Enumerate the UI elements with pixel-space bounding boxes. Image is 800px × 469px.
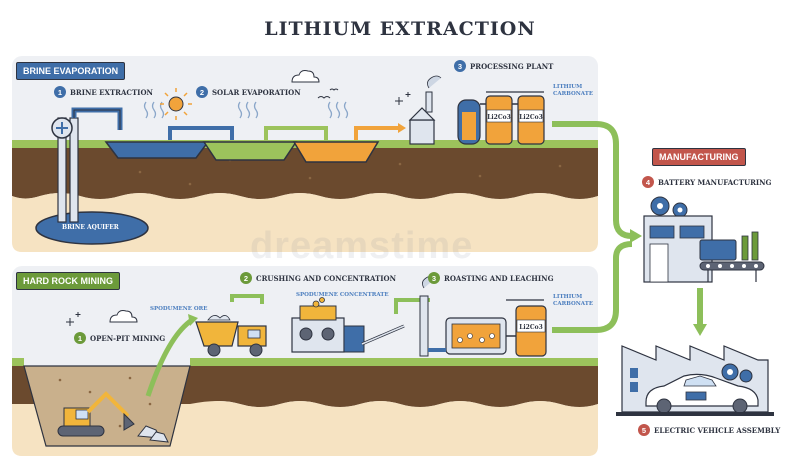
- step-label: OPEN-PIT MINING: [90, 333, 166, 343]
- processing-plant: [408, 75, 545, 145]
- excavator-icon: [57, 391, 135, 437]
- connector-2: [264, 126, 328, 140]
- step-roasting-and-leaching: 3 ROASTING AND LEACHING: [428, 272, 554, 284]
- arrow-pit-to-truck: [145, 317, 194, 397]
- step-number: 4: [642, 176, 654, 188]
- sparkle-icon-rock: [66, 312, 81, 326]
- tank-label-2: Li2Co3: [519, 114, 543, 121]
- arrow-head-brine: [630, 229, 642, 243]
- birds-icon: [317, 88, 339, 99]
- step-electric-vehicle-assembly: 5 ELECTRIC VEHICLE ASSEMBLY: [638, 424, 780, 436]
- connector-1: [168, 126, 234, 140]
- sparkle-icon: [395, 92, 411, 105]
- brine-sand: [12, 193, 598, 252]
- rock-grass-left: [12, 358, 24, 366]
- brine-soil: [12, 148, 598, 199]
- step-number: 3: [428, 272, 440, 284]
- pump-valve: [56, 122, 68, 134]
- tank-label-1: Li2Co3: [487, 114, 511, 121]
- cloud-icon-rock: [109, 310, 138, 323]
- step-solar-evaporation: 2 SOLAR EVAPORATION: [196, 86, 301, 98]
- step-processing-plant: 3 PROCESSING PLANT: [454, 60, 553, 72]
- step-label: PROCESSING PLANT: [470, 61, 554, 71]
- arrow-head-truck: [188, 314, 198, 326]
- step-label: BRINE EXTRACTION: [70, 87, 153, 97]
- pond-3: [292, 141, 380, 163]
- step-number: 2: [196, 86, 208, 98]
- connector-3: [354, 126, 398, 140]
- dump-truck-icon: [195, 315, 267, 357]
- spodumene-ore-label: SPODUMENE ORE: [150, 306, 208, 312]
- step-battery-manufacturing: 4 BATTERY MANUFACTURING: [642, 176, 772, 188]
- step-label: CRUSHING AND CONCENTRATION: [256, 273, 397, 283]
- arrow-rock-to-mfg: [552, 241, 633, 333]
- cloud-icon: [291, 70, 320, 83]
- step-label: SOLAR EVAPORATION: [212, 87, 301, 97]
- pond-1: [104, 141, 210, 159]
- step-label: ELECTRIC VEHICLE ASSEMBLY: [654, 425, 781, 435]
- open-pit: [23, 365, 191, 447]
- step-open-pit-mining: 1 OPEN-PIT MINING: [74, 332, 165, 344]
- step-number: 5: [638, 424, 650, 436]
- step-number: 3: [454, 60, 466, 72]
- watermark: dreamstime: [250, 225, 474, 267]
- step-brine-extraction: 1 BRINE EXTRACTION: [54, 86, 153, 98]
- ev-factory: [616, 345, 774, 416]
- arrow-head-ev: [693, 324, 707, 336]
- step-number: 1: [74, 332, 86, 344]
- crusher-icon: [230, 294, 405, 353]
- brine-pipe-outline: [73, 109, 121, 130]
- step-label: ROASTING AND LEACHING: [444, 273, 554, 283]
- step-label: BATTERY MANUFACTURING: [658, 177, 772, 187]
- battery-factory: [643, 196, 765, 283]
- section-label-brine: BRINE EVAPORATION: [16, 62, 126, 80]
- page-title: LITHIUM EXTRACTION: [264, 18, 536, 40]
- roasting-plant: [394, 275, 547, 357]
- lithium-carbonate-label-rock: LITHIUM CARBONATE: [553, 294, 594, 307]
- ore-rocks: [137, 425, 169, 443]
- section-label-manufacturing: MANUFACTURING: [652, 148, 746, 166]
- lithium-carbonate-label: LITHIUM CARBONATE: [553, 84, 594, 97]
- heat-waves: [143, 101, 349, 119]
- arrow-brine-to-mfg: [552, 121, 633, 239]
- step-number: 1: [54, 86, 66, 98]
- tank-label-rock: Li2Co3: [519, 324, 543, 331]
- brine-aquifer-label: BRINE AQUIFER: [62, 224, 119, 231]
- rock-grass: [190, 358, 598, 366]
- section-label-rock: HARD ROCK MINING: [16, 272, 120, 290]
- step-crushing-and-concentration: 2 CRUSHING AND CONCENTRATION: [240, 272, 396, 284]
- spodumene-concentrate-label: SPODUMENE CONCENTRATE: [296, 292, 389, 298]
- step-number: 2: [240, 272, 252, 284]
- arrow-to-plant: [398, 123, 406, 133]
- rock-sand: [12, 401, 598, 456]
- pump-pipe-right: [69, 117, 79, 223]
- sun-icon: [160, 88, 192, 120]
- pond-2: [202, 141, 298, 161]
